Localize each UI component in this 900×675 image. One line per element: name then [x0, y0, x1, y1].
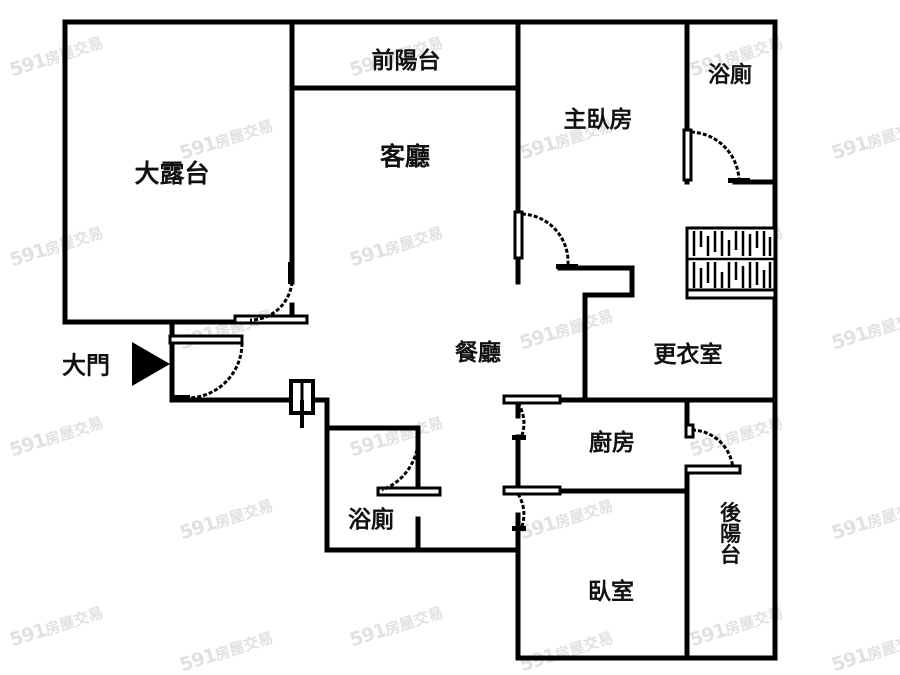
fixtures — [289, 226, 777, 428]
column-icon — [289, 379, 315, 428]
door-terrace — [233, 262, 309, 325]
main-entrance-arrow-icon — [132, 342, 170, 386]
door-kitchen-upper — [502, 394, 562, 440]
door-rear-balcony — [684, 423, 742, 475]
doors — [168, 128, 750, 531]
door-master-bedroom — [513, 210, 578, 269]
door-master-bathroom — [682, 128, 750, 183]
door-bedroom — [502, 485, 562, 531]
door-guest-bathroom — [376, 431, 442, 497]
walls — [62, 19, 778, 661]
wardrobe-rack-icon — [685, 226, 777, 300]
door-main-entrance — [168, 334, 244, 400]
